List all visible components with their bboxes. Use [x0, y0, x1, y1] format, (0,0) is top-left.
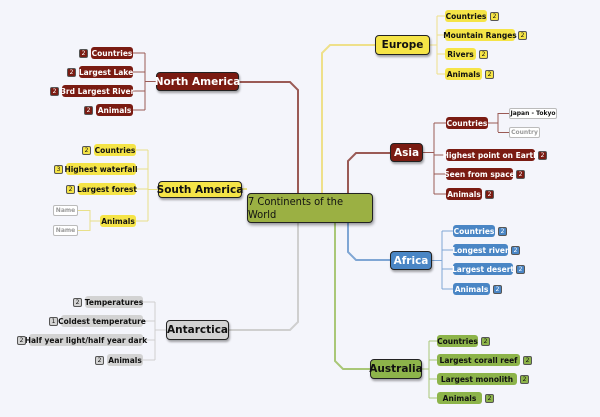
asia-subtopic[interactable]: Countries [446, 117, 488, 129]
south-america-topic[interactable]: South America [157, 181, 243, 198]
antarctica-subtopic[interactable]: Temperatures [84, 296, 144, 308]
antarctica-subtopic[interactable]: Half year light/half year dark [24, 334, 148, 346]
count-badge: 2 [50, 86, 59, 96]
count-badge: 2 [73, 297, 82, 307]
asia-topic[interactable]: Asia [390, 143, 423, 162]
australia-subtopic[interactable]: Largest monolith [437, 373, 517, 385]
count-badge: 2 [95, 355, 104, 365]
count-badge: 2 [493, 284, 502, 294]
leaf-topic[interactable]: Name [53, 205, 78, 216]
count-badge: 2 [66, 184, 75, 194]
connector [347, 223, 390, 261]
africa-subtopic[interactable]: Largest desert [452, 263, 514, 275]
count-badge: 2 [498, 226, 507, 236]
africa-topic[interactable]: Africa [390, 251, 432, 270]
south-america-subtopic[interactable]: Highest waterfall [64, 163, 138, 175]
count-badge: 2 [516, 169, 525, 179]
count-badge: 1 [49, 316, 58, 326]
north-america-subtopic[interactable]: 3rd Largest River [60, 85, 135, 97]
connector [78, 210, 100, 231]
antarctica-subtopic[interactable]: Animals [107, 354, 143, 366]
europe-subtopic[interactable]: Rivers [445, 48, 476, 60]
antarctica-subtopic[interactable]: Coldest temperature [58, 315, 146, 327]
leaf-topic[interactable]: Name [53, 225, 78, 236]
antarctica-topic[interactable]: Antarctica [166, 320, 229, 340]
count-badge: 2 [485, 69, 494, 79]
count-badge: 2 [479, 49, 488, 59]
south-america-subtopic[interactable]: Countries [94, 144, 136, 156]
asia-subtopic[interactable]: Seen from space [444, 168, 515, 180]
south-america-subtopic[interactable]: Animals [100, 215, 136, 227]
australia-topic[interactable]: Australia [369, 359, 423, 379]
count-badge: 3 [54, 164, 63, 174]
count-badge: 2 [84, 105, 93, 115]
count-badge: 2 [82, 145, 91, 155]
count-badge: 2 [538, 150, 547, 160]
europe-subtopic[interactable]: Animals [445, 68, 482, 80]
asia-subtopic[interactable]: Animals [446, 188, 482, 200]
north-america-subtopic[interactable]: Largest Lake [78, 66, 134, 78]
asia-subtopic[interactable]: Highest point on Earth [442, 149, 539, 161]
count-badge: 2 [79, 48, 88, 58]
central-topic[interactable]: 7 Continents of the World [247, 193, 373, 223]
count-badge: 2 [67, 67, 76, 77]
europe-subtopic[interactable]: Mountain Ranges [443, 29, 517, 41]
connector [488, 113, 509, 133]
count-badge: 2 [481, 336, 490, 346]
africa-subtopic[interactable]: Countries [453, 225, 495, 237]
count-badge: 2 [490, 11, 499, 21]
count-badge: 2 [485, 189, 494, 199]
europe-topic[interactable]: Europe [375, 35, 430, 55]
north-america-subtopic[interactable]: Animals [96, 104, 133, 116]
count-badge: 2 [523, 355, 532, 365]
africa-subtopic[interactable]: Animals [453, 283, 490, 295]
north-america-topic[interactable]: North America [155, 72, 240, 91]
connector [239, 81, 299, 193]
connector [347, 152, 390, 193]
connector [321, 44, 375, 193]
australia-subtopic[interactable]: Animals [437, 392, 482, 404]
leaf-topic[interactable]: Country [509, 127, 540, 138]
count-badge: 2 [17, 335, 26, 345]
connector [334, 223, 370, 370]
count-badge: 2 [516, 264, 525, 274]
leaf-topic[interactable]: Japan - Tokyo [509, 108, 557, 119]
australia-subtopic[interactable]: Countries [437, 335, 478, 347]
south-america-subtopic[interactable]: Largest forest [77, 183, 137, 195]
count-badge: 2 [511, 245, 520, 255]
count-badge: 2 [520, 374, 529, 384]
count-badge: 2 [485, 393, 494, 403]
count-badge: 2 [518, 30, 527, 40]
australia-subtopic[interactable]: Largest corall reef [437, 354, 520, 366]
africa-subtopic[interactable]: Longest river [452, 244, 509, 256]
north-america-subtopic[interactable]: Countries [91, 47, 133, 59]
connector [229, 223, 299, 331]
europe-subtopic[interactable]: Countries [445, 10, 487, 22]
